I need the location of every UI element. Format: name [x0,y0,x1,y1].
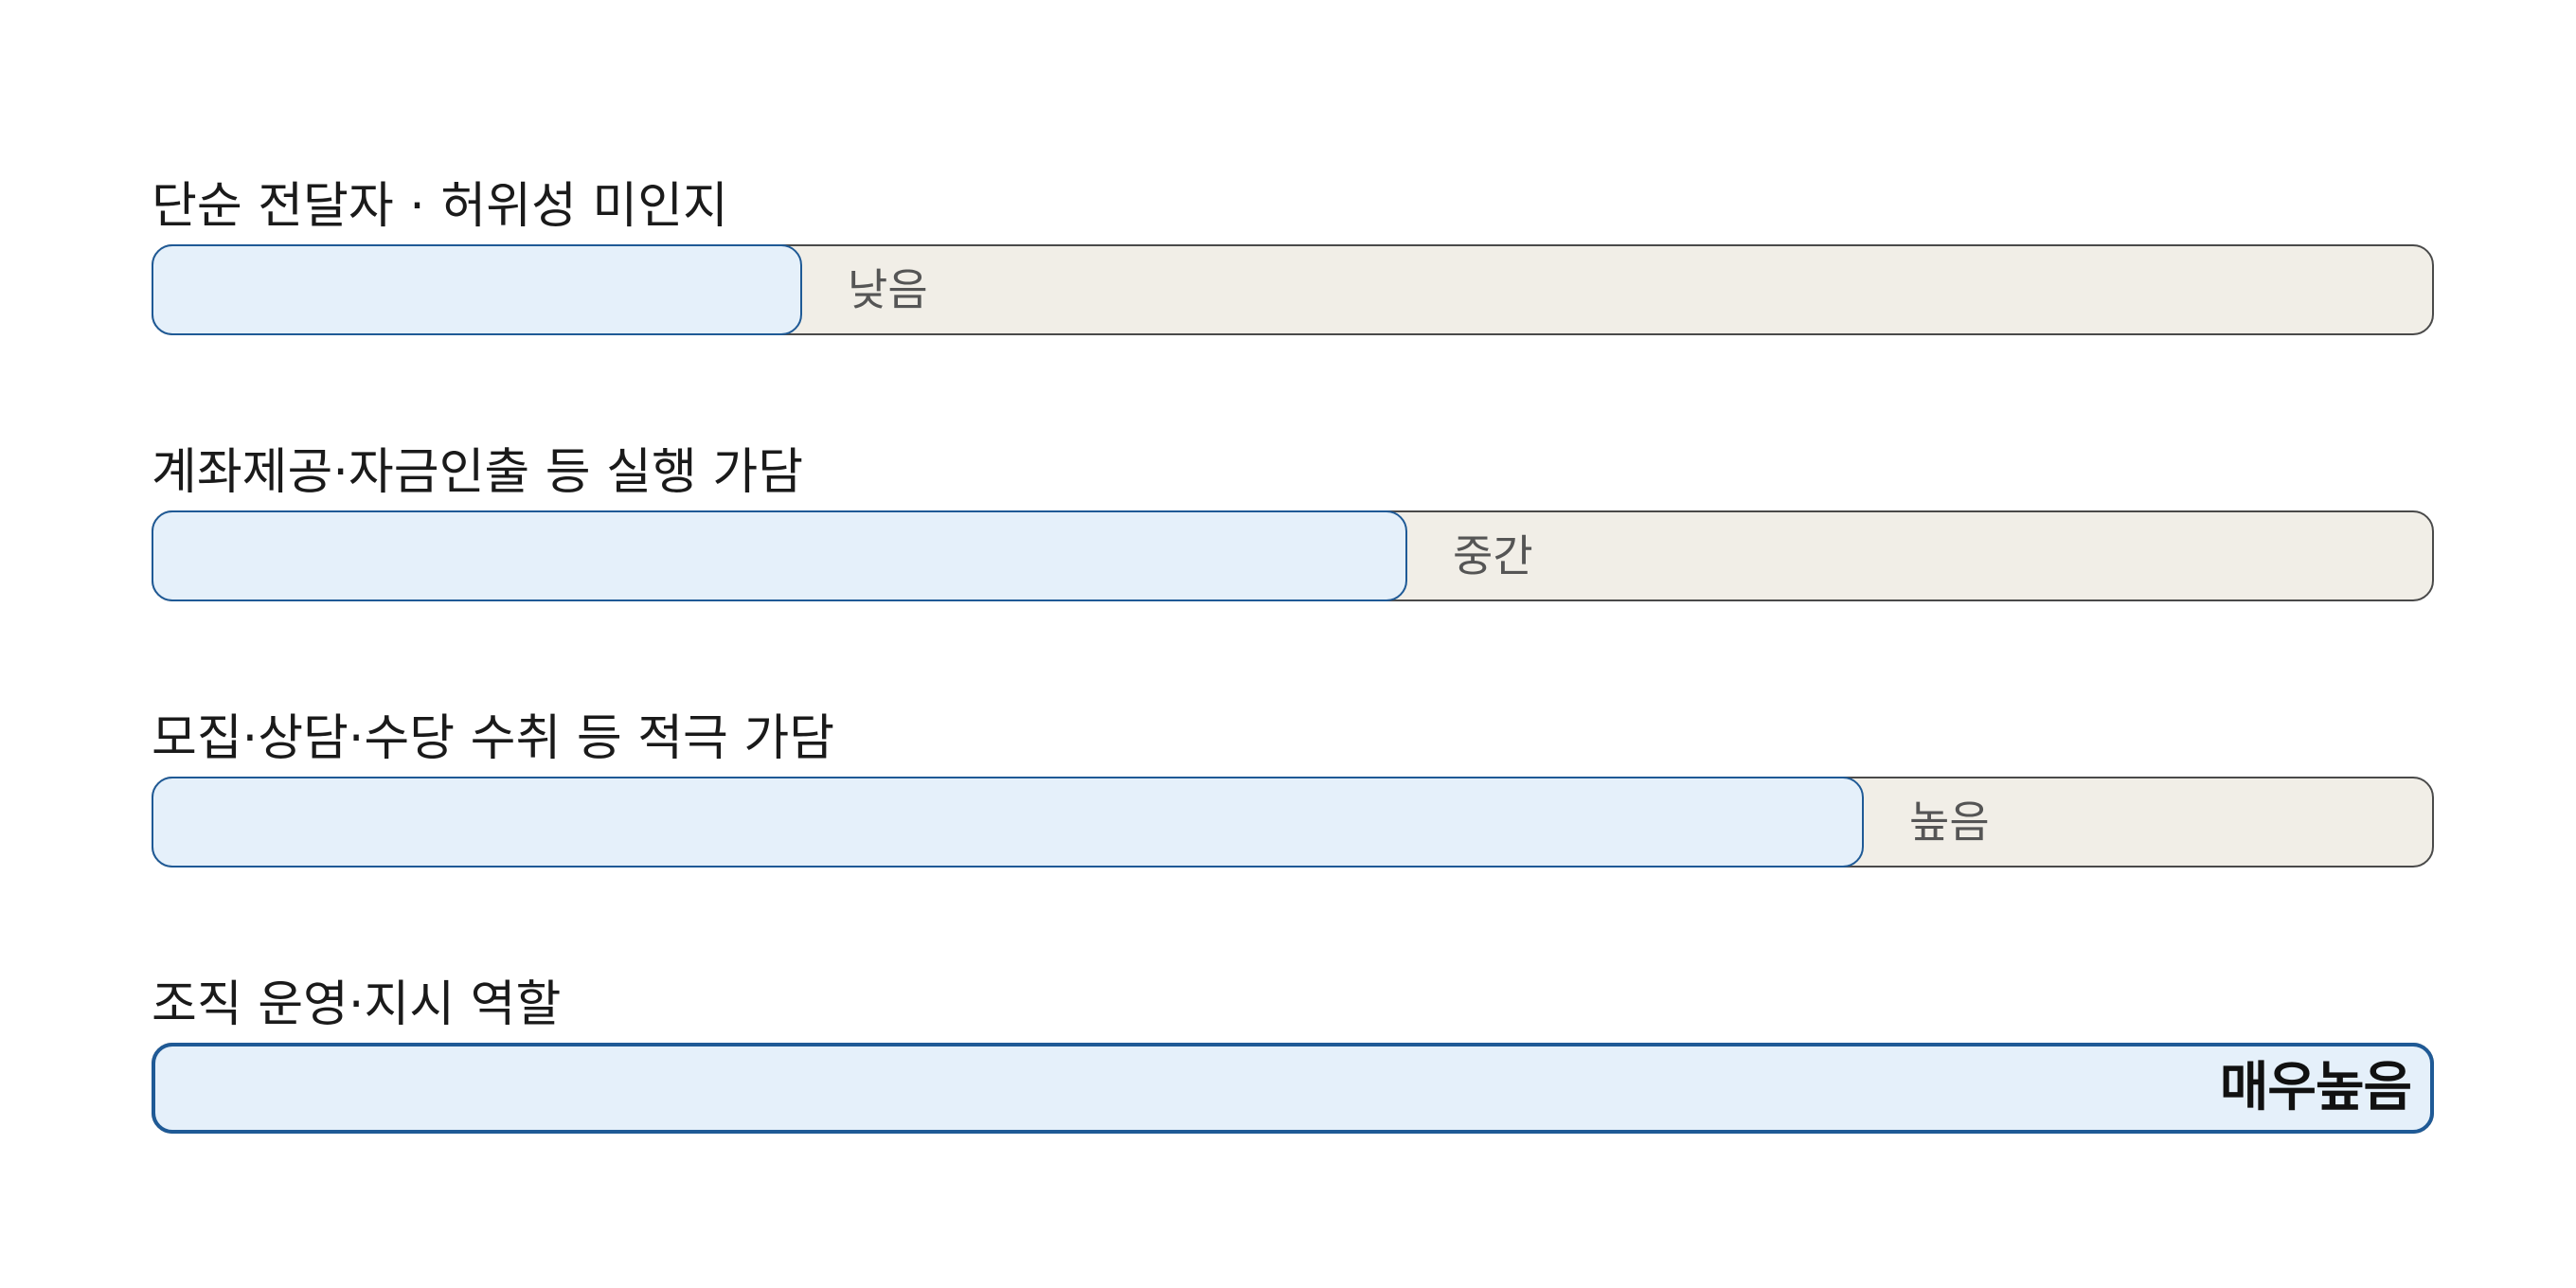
bar-track: 매우높음 [152,1043,2434,1134]
bar-track: 중간 [152,510,2434,601]
bar-fill [152,777,1864,868]
value-label: 낮음 [848,264,928,315]
bar-fill [152,244,802,335]
category-label: 모집·상담·수당 수취 등 적극 가담 [152,710,835,767]
value-label: 중간 [1453,530,1533,581]
bar-track: 낮음 [152,244,2434,335]
value-label: 매우높음 [2219,1057,2412,1118]
bar-fill [152,1043,2434,1134]
value-label: 높음 [1909,796,1990,848]
bar-track: 높음 [152,777,2434,868]
category-label: 조직 운영·지시 역할 [152,976,562,1033]
category-label: 계좌제공·자금인출 등 실행 가담 [152,444,804,501]
bar-fill [152,510,1407,601]
category-label: 단순 전달자 · 허위성 미인지 [152,178,728,235]
